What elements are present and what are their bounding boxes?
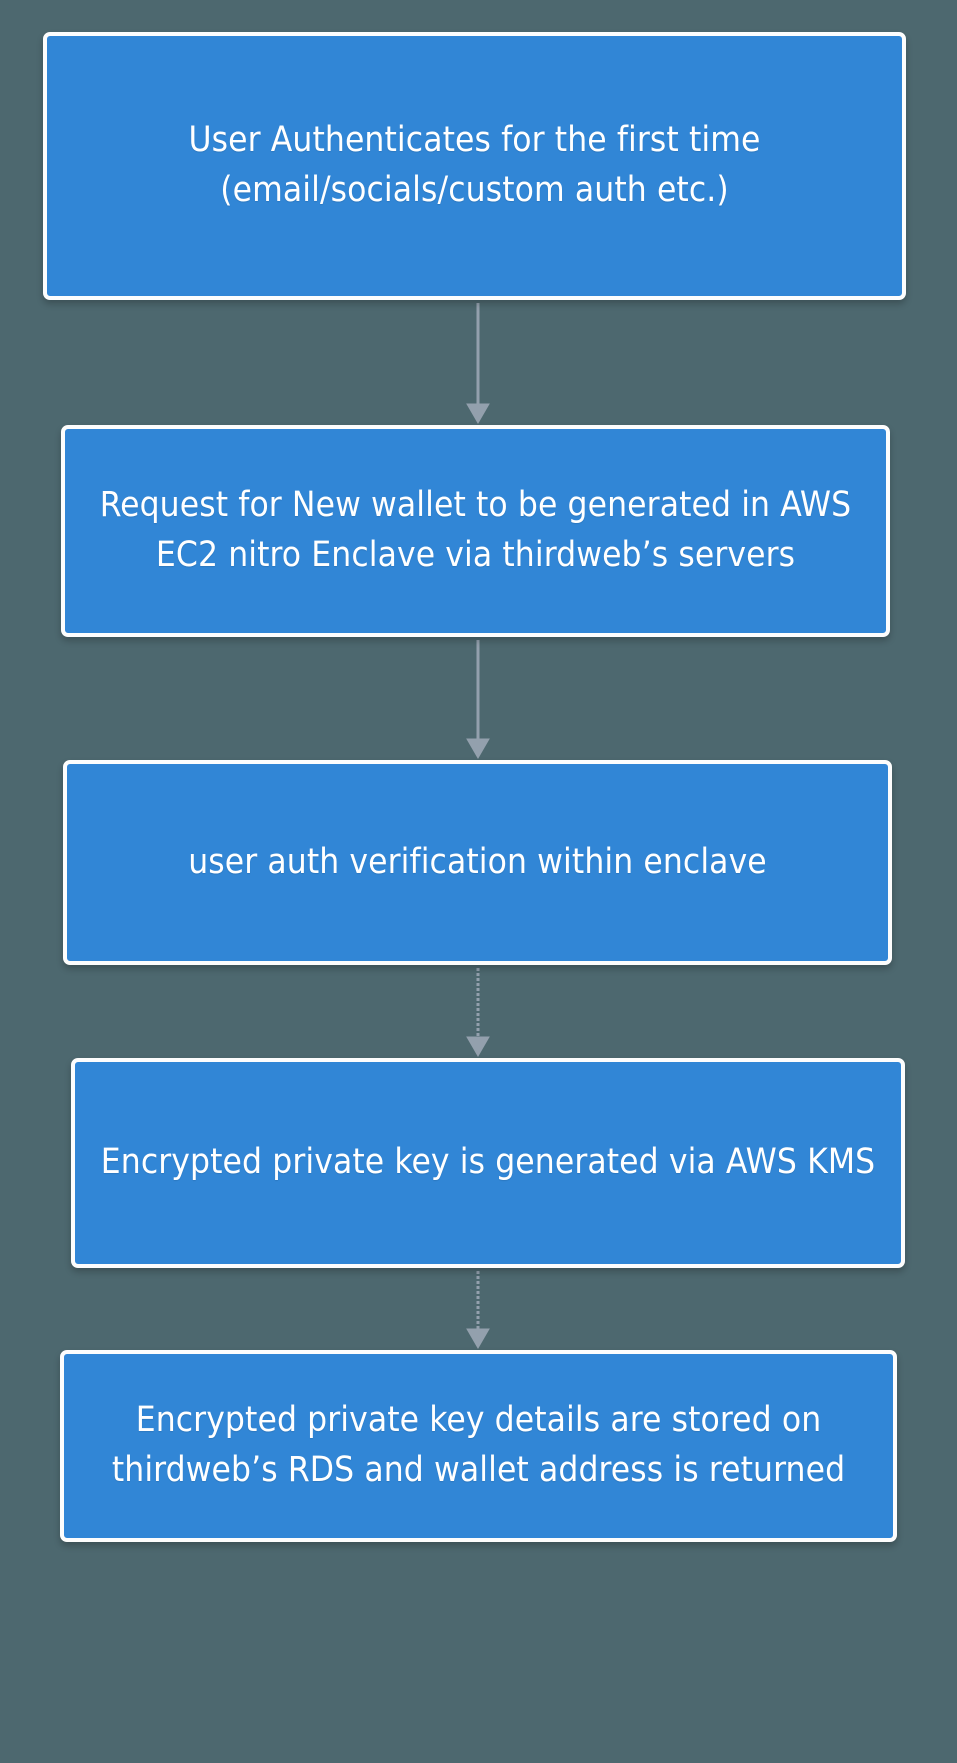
flow-node-label: Encrypted private key is generated via A… bbox=[100, 1142, 876, 1183]
flow-node-key-details-stored[interactable]: Encrypted private key details are stored… bbox=[60, 1350, 897, 1542]
edge-node4-to-node5 bbox=[466, 1271, 490, 1349]
flow-node-request-new-wallet[interactable]: Request for New wallet to be generated i… bbox=[61, 425, 890, 637]
flow-node-user-auth-verification[interactable]: user auth verification within enclave bbox=[63, 760, 892, 965]
flow-node-user-authenticates[interactable]: User Authenticates for the first time (e… bbox=[43, 32, 906, 300]
flow-node-encrypted-key-generated[interactable]: Encrypted private key is generated via A… bbox=[71, 1058, 905, 1268]
flow-node-label: Request for New wallet to be generated i… bbox=[99, 485, 852, 575]
flow-node-label: Encrypted private key details are stored… bbox=[111, 1400, 846, 1490]
edge-node1-to-node2 bbox=[466, 303, 490, 424]
flow-node-label: User Authenticates for the first time (e… bbox=[188, 120, 761, 210]
edge-node2-to-node3 bbox=[466, 640, 490, 759]
edge-node3-to-node4 bbox=[466, 968, 490, 1057]
flow-node-label: user auth verification within enclave bbox=[188, 841, 767, 882]
